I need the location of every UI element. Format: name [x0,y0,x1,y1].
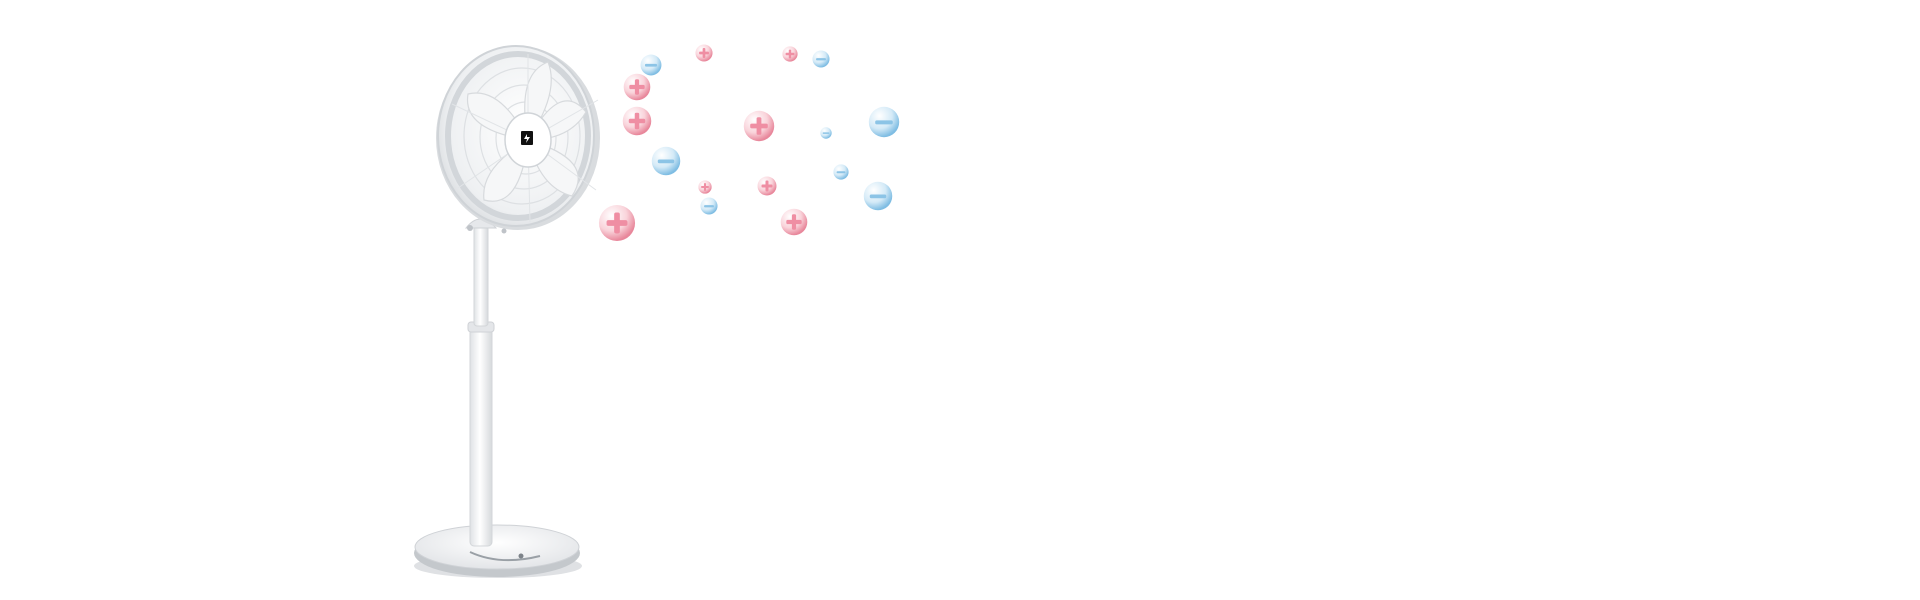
negative-ion-icon [820,127,832,139]
head-joint-screw [501,228,507,234]
fan-head [436,45,600,234]
fan-pole-upper [473,225,489,327]
positive-ion-icon [782,46,798,62]
head-joint-screw [467,225,473,231]
positive-ion-icon [743,110,775,142]
negative-ion-icon [812,50,830,68]
positive-ion-icon [598,204,636,242]
brand-logo-icon [524,134,530,143]
positive-ion-icon [757,176,777,196]
negative-ion-icon [700,197,718,215]
negative-ion-icon [640,54,662,76]
base-control-panel [469,551,541,562]
fan-guard-outer-ring [445,51,591,221]
negative-ion-icon [651,146,681,176]
negative-ion-icon [863,181,893,211]
positive-ion-icon [780,208,808,236]
positive-ion-icon [695,44,713,62]
negative-ion-icon [868,106,900,138]
power-indicator [518,553,524,559]
fan-guard-grille [463,67,581,205]
fan-pole-lower [469,327,493,547]
positive-ion-icon [623,73,651,101]
positive-ion-icon [622,106,652,136]
fan-base [414,524,580,570]
positive-ion-icon [698,180,712,194]
negative-ion-icon [833,164,849,180]
